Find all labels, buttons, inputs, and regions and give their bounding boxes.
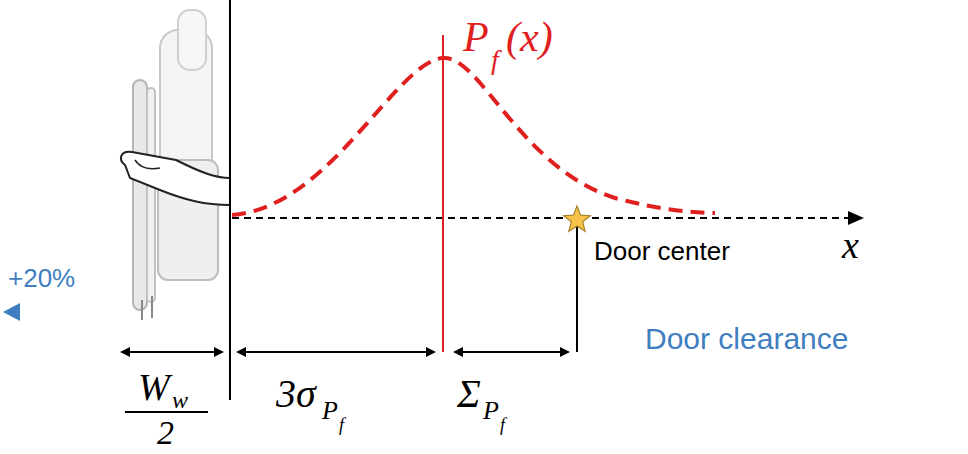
door-clearance-arrowhead — [3, 303, 20, 321]
offset-label: Σ — [457, 374, 481, 414]
width-symbol: W — [138, 368, 170, 406]
axis-label: x — [842, 226, 859, 264]
wheelchair-user — [121, 10, 230, 320]
sigma-subscript: P — [322, 398, 338, 424]
door-center-line — [576, 226, 578, 352]
sigma-subsubscript: f — [339, 416, 344, 434]
function-subscript: f — [491, 46, 499, 74]
fraction-bar — [125, 411, 208, 413]
fraction-denominator: 2 — [157, 416, 174, 450]
function-argument: (x) — [506, 16, 553, 58]
x-axis-arrowhead — [848, 211, 864, 225]
dimension-arrows — [120, 347, 570, 357]
x-axis — [232, 217, 850, 219]
door-clearance-arrow — [14, 310, 968, 315]
door-clearance-label: Door clearance — [645, 324, 848, 354]
function-symbol: P — [463, 16, 489, 58]
width-subscript: w — [172, 388, 188, 412]
sigma-label: 3σ — [276, 374, 316, 414]
door-center-star — [564, 206, 591, 231]
door-center-label: Door center — [594, 238, 730, 264]
tolerance-label: +20% — [8, 265, 75, 291]
distribution-curve — [232, 58, 715, 215]
mean-line — [442, 35, 444, 352]
boundary-line — [229, 0, 231, 400]
offset-subsubscript: f — [500, 416, 505, 434]
offset-subscript: P — [483, 398, 499, 424]
